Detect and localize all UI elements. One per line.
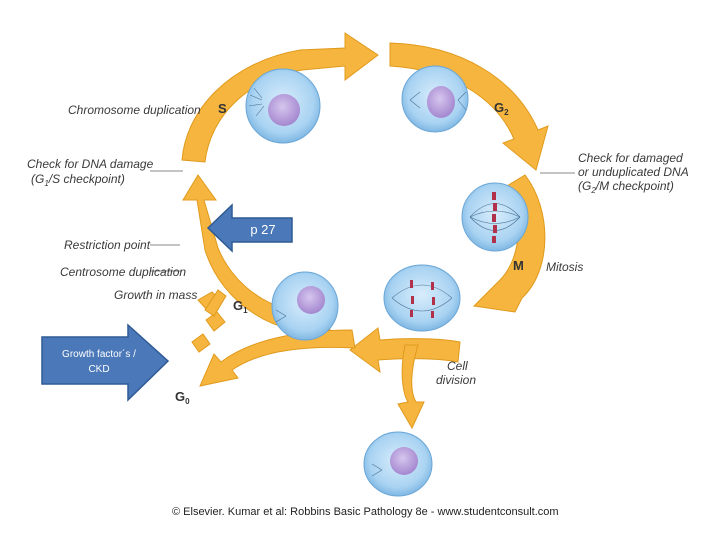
- arrow-to-daughter: [397, 344, 425, 430]
- copyright-credit: © Elsevier. Kumar et al: Robbins Basic P…: [172, 506, 559, 518]
- growth-factors-line-2: CKD: [88, 364, 110, 375]
- p27-callout-arrow: [206, 203, 293, 253]
- label-restriction-point: Restriction point: [64, 238, 151, 252]
- arrow-s-phase: [181, 32, 379, 163]
- label-unduplicated-dna: or unduplicated DNA: [578, 165, 689, 179]
- label-g2m-checkpoint: (G2/M checkpoint): [578, 179, 674, 195]
- reentry-block-2: [205, 311, 226, 332]
- cell-s-phase: [245, 68, 321, 144]
- phase-g1: G1: [233, 298, 248, 315]
- arrow-to-g0: [199, 329, 356, 387]
- phase-m: M: [513, 258, 524, 273]
- label-cell: Cell: [447, 359, 468, 373]
- label-g1s-checkpoint: (G1/S checkpoint): [31, 172, 125, 188]
- cell-anaphase: [383, 264, 461, 332]
- label-mitosis: Mitosis: [546, 260, 584, 274]
- reentry-arrow: [204, 289, 227, 317]
- phase-s: S: [218, 101, 227, 116]
- phase-g0: G0: [175, 389, 190, 406]
- cell-g1-phase: [271, 271, 339, 341]
- phase-g2: G2: [494, 100, 509, 117]
- reentry-block-3: [191, 333, 211, 353]
- cell-metaphase: [461, 182, 529, 252]
- leader-lines: [150, 170, 575, 272]
- label-centrosome-duplication: Centrosome duplication: [60, 265, 187, 279]
- label-growth-in-mass: Growth in mass: [114, 288, 198, 302]
- label-check-damaged: Check for damaged: [578, 151, 683, 165]
- cell-g2-phase: [401, 65, 469, 133]
- label-check-dna-damage: Check for DNA damage: [27, 157, 154, 171]
- growth-factors-callout-arrow: [41, 323, 170, 402]
- cell-daughter: [363, 431, 433, 497]
- label-chromosome-duplication: Chromosome duplication: [68, 103, 201, 117]
- growth-factors-line-1: Growth factor´s /: [62, 349, 136, 360]
- p27-callout-text: p 27: [250, 222, 276, 237]
- label-division: division: [436, 373, 477, 387]
